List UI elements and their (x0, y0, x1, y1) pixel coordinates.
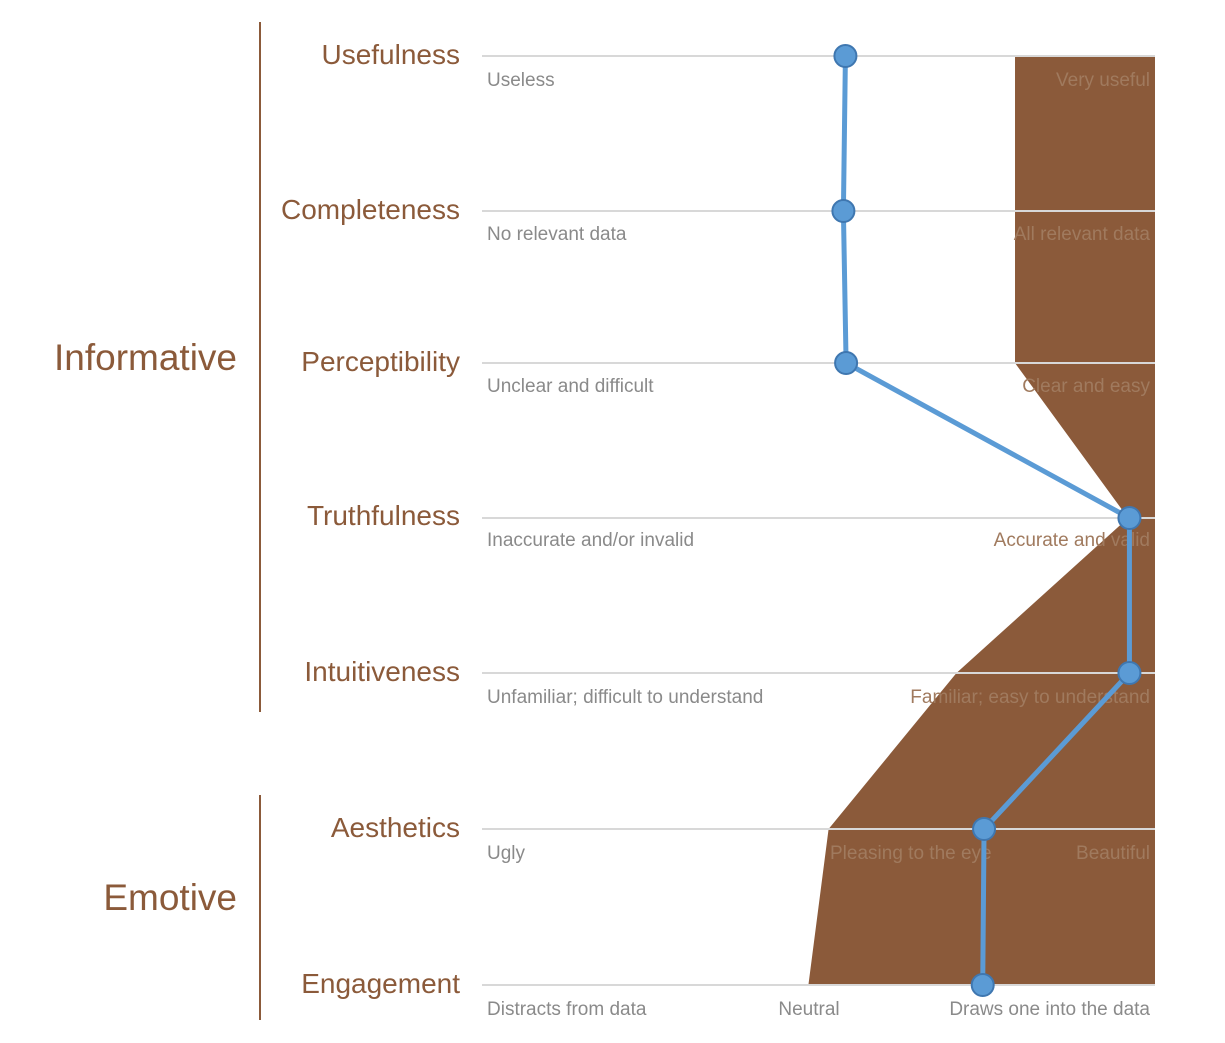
row-label-engagement: Engagement (301, 968, 460, 999)
row-label-intuitiveness: Intuitiveness (304, 656, 460, 687)
anchor-low-usefulness: Useless (487, 70, 555, 91)
rating-point-usefulness (833, 44, 858, 68)
anchor-low-perceptibility: Unclear and difficult (487, 376, 654, 397)
rating-point-completeness (831, 199, 856, 223)
anchor-mid-aesthetics: Pleasing to the eye (830, 843, 992, 864)
anchor-high-usefulness: Very useful (1056, 70, 1150, 91)
anchor-high-engagement: Draws one into the data (949, 999, 1150, 1020)
anchor-low-intuitiveness: Unfamiliar; difficult to understand (487, 687, 763, 708)
row-label-truthfulness: Truthfulness (307, 500, 460, 531)
row-label-perceptibility: Perceptibility (301, 346, 460, 377)
group-label-informative: Informative (54, 337, 237, 378)
rating-point-truthfulness (1117, 506, 1142, 530)
row-label-aesthetics: Aesthetics (331, 812, 460, 843)
anchor-low-aesthetics: Ugly (487, 843, 526, 864)
anchor-low-engagement: Distracts from data (487, 999, 647, 1020)
group-label-emotive: Emotive (103, 877, 237, 918)
rating-point-perceptibility (834, 351, 859, 375)
rating-point-engagement (970, 973, 995, 997)
shaded-target-region (808, 56, 1155, 985)
rating-points (831, 44, 1142, 997)
anchor-high-aesthetics: Beautiful (1076, 843, 1150, 864)
anchor-high-perceptibility: Clear and easy (1022, 376, 1150, 397)
anchor-low-truthfulness: Inaccurate and/or invalid (487, 530, 694, 551)
anchor-low-completeness: No relevant data (487, 224, 627, 245)
rating-point-intuitiveness (1117, 661, 1142, 685)
anchor-mid-engagement: Neutral (778, 999, 839, 1020)
rating-point-aesthetics (972, 817, 997, 841)
row-label-usefulness: Usefulness (321, 39, 460, 70)
anchor-high-completeness: All relevant data (1014, 224, 1151, 245)
row-label-completeness: Completeness (281, 194, 460, 225)
anchor-high-truthfulness: Accurate and valid (994, 530, 1150, 551)
anchor-high-intuitiveness: Familiar; easy to understand (910, 687, 1150, 708)
